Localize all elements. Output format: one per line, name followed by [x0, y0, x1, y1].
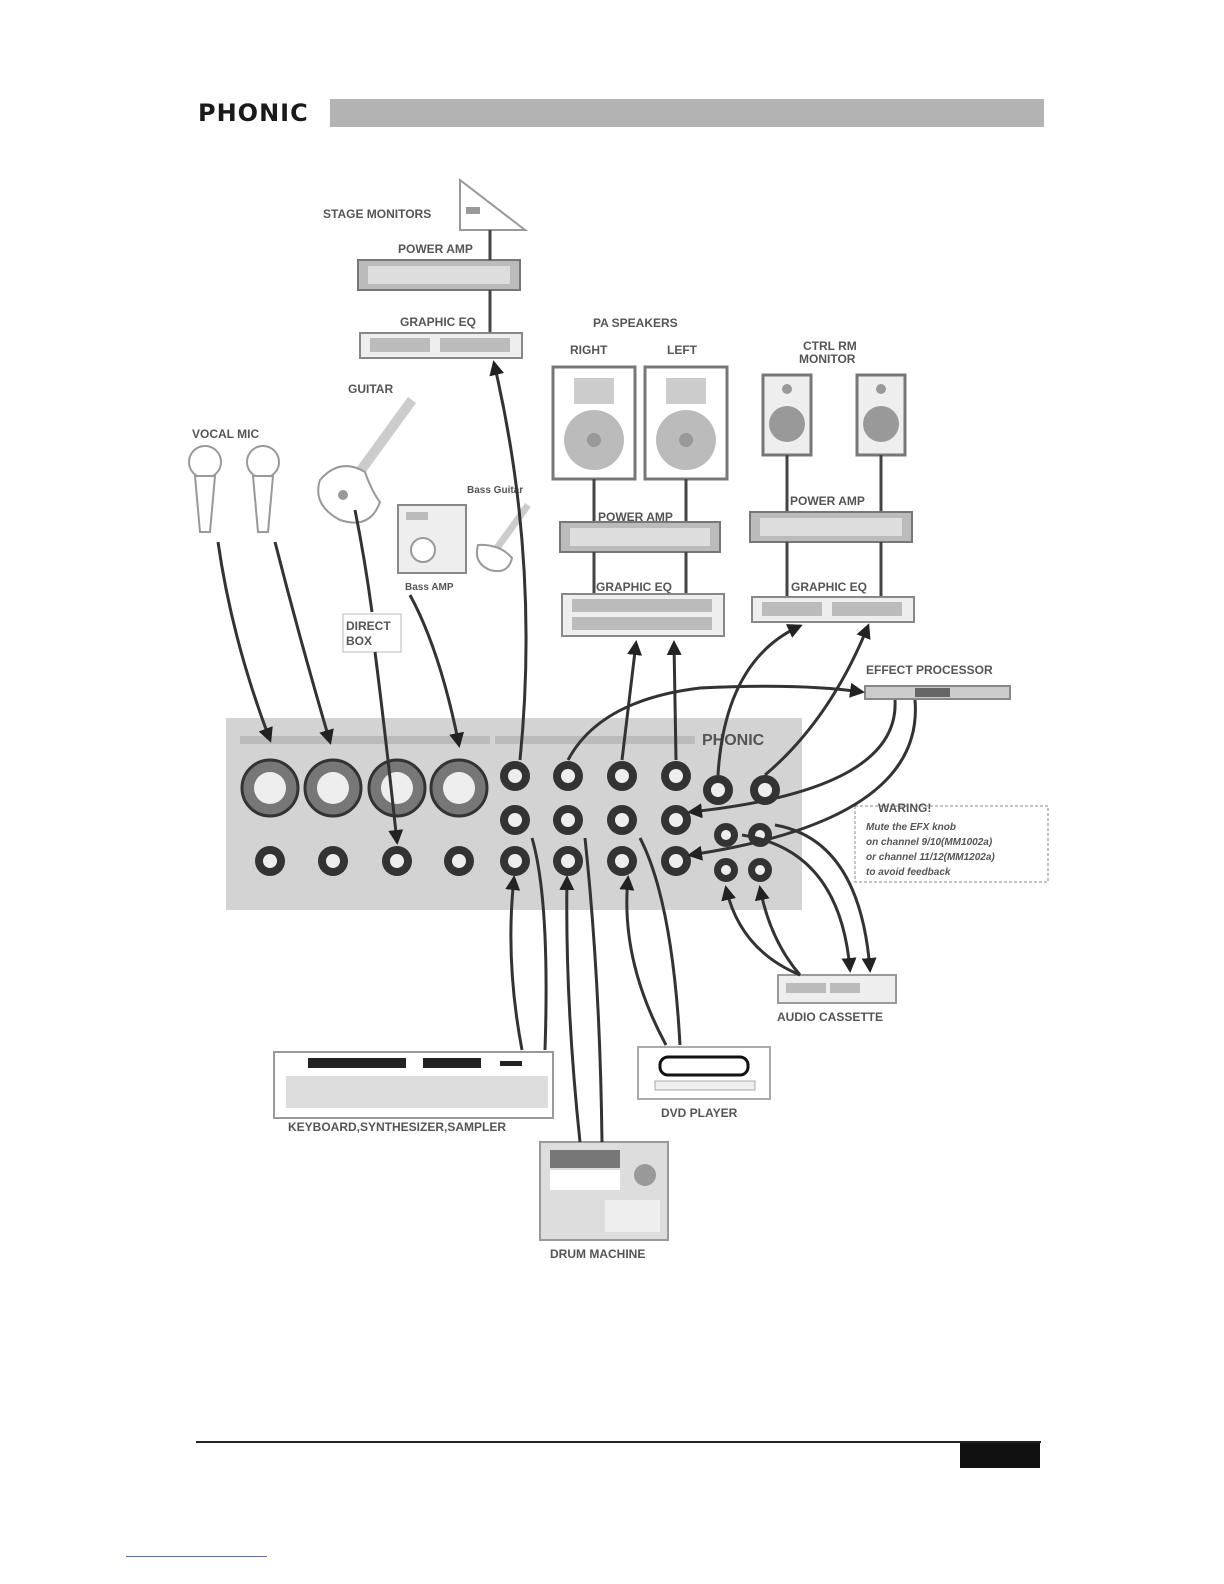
warning-box — [854, 805, 1049, 883]
right-label: RIGHT — [570, 343, 608, 357]
pa-speaker-right-icon — [551, 365, 637, 481]
bottom-link-line — [126, 1556, 267, 1557]
guitar-label: GUITAR — [348, 382, 393, 396]
audio-cassette-label: AUDIO CASSETTE — [777, 1010, 883, 1024]
vocal-mic-icon-2 — [246, 445, 280, 533]
bass-guitar-icon — [475, 502, 531, 573]
graphic-eq-ctrl-icon — [751, 596, 915, 623]
bass-amp-icon — [397, 504, 467, 574]
stage-monitors-label: STAGE MONITORS — [323, 207, 431, 221]
warning-line-3: or channel 11/12(MM1202a) — [866, 852, 995, 863]
stage-monitor-icon — [459, 177, 528, 231]
power-amp-pa-label: POWER AMP — [598, 510, 673, 524]
keyboard-label: KEYBOARD,SYNTHESIZER,SAMPLER — [288, 1120, 506, 1134]
mixer-brand-label: PHONIC — [702, 732, 765, 749]
power-amp-top-icon — [357, 259, 521, 291]
keyboard-icon — [273, 1051, 554, 1119]
warning-line-2: on channel 9/10(MM1002a) — [866, 837, 993, 848]
audio-cassette-icon — [777, 974, 897, 1004]
dvd-player-label: DVD PLAYER — [661, 1106, 738, 1120]
graphic-eq-ctrl-label: GRAPHIC EQ — [791, 580, 867, 594]
footer-rule — [196, 1441, 1041, 1443]
warning-line-1: Mute the EFX knob — [866, 822, 956, 833]
graphic-eq-pa-icon — [561, 593, 725, 637]
power-amp-ctrl-icon — [749, 511, 913, 543]
direct-box-icon — [342, 613, 402, 653]
graphic-eq-pa-label: GRAPHIC EQ — [596, 580, 672, 594]
pa-speakers-label: PA SPEAKERS — [593, 316, 678, 330]
graphic-eq-top-label: GRAPHIC EQ — [400, 315, 476, 329]
drum-machine-label: DRUM MACHINE — [550, 1247, 645, 1261]
graphic-eq-top-icon — [359, 332, 523, 359]
warning-title: WARING! — [878, 801, 931, 815]
drum-machine-icon — [539, 1141, 669, 1241]
effect-processor-label: EFFECT PROCESSOR — [866, 663, 993, 677]
header-bar — [330, 99, 1044, 127]
dvd-player-icon — [637, 1046, 771, 1100]
power-amp-top-label: POWER AMP — [398, 242, 473, 256]
wire-group — [216, 360, 917, 1143]
page-number-box — [960, 1443, 1040, 1468]
bass-amp-label: Bass AMP — [405, 582, 454, 593]
ctrl-rm-label: CTRL RM — [803, 339, 857, 353]
vocal-mic-icon-1 — [188, 445, 222, 533]
pa-speaker-left-icon — [643, 365, 729, 481]
power-amp-ctrl-label: POWER AMP — [790, 494, 865, 508]
power-amp-pa-icon — [559, 521, 721, 553]
warning-line-4: to avoid feedback — [866, 867, 951, 878]
effect-processor-icon — [864, 685, 1011, 700]
ctrl-monitor-right-icon — [855, 373, 907, 457]
vocal-mic-label: VOCAL MIC — [192, 427, 259, 441]
direct-box-label-2: BOX — [346, 634, 372, 648]
monitor-label: MONITOR — [799, 352, 856, 366]
phonic-logo: PHONIC — [198, 99, 309, 127]
direct-box-label-1: DIRECT — [346, 619, 391, 633]
left-label: LEFT — [667, 343, 698, 357]
guitar-icon — [317, 397, 417, 524]
bass-guitar-label: Bass Guitar — [467, 485, 523, 496]
ctrl-monitor-left-icon — [761, 373, 813, 457]
